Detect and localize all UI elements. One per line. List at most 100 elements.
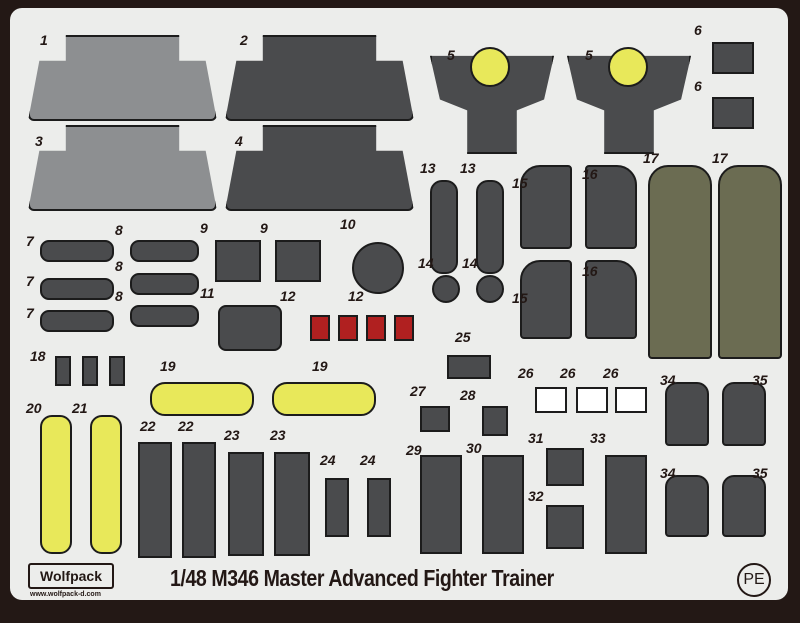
part-number-label: 11 [200, 285, 215, 301]
part-number-label: 35 [752, 372, 768, 388]
vent-10 [352, 242, 404, 294]
part-number-label: 4 [235, 133, 243, 149]
strap-13a [430, 180, 458, 274]
part-35a [722, 382, 766, 446]
part-27 [420, 406, 450, 432]
console-30 [482, 455, 524, 554]
frame-22b [182, 442, 216, 558]
part-number-label: 18 [30, 348, 46, 364]
console-33 [605, 455, 647, 554]
light-strip-8 [130, 240, 199, 262]
yellow-circle [470, 47, 510, 87]
part-number-label: 8 [115, 222, 123, 238]
harness-15a [520, 165, 572, 249]
part-18 [82, 356, 98, 386]
part-number-label: 26 [518, 365, 534, 381]
box-9a [215, 240, 261, 282]
part-number-label: 6 [694, 78, 702, 94]
part-number-label: 23 [270, 427, 286, 443]
frame-24a [325, 478, 349, 537]
part-number-label: 16 [582, 263, 598, 279]
part-number-label: 8 [115, 258, 123, 274]
part-number-label: 20 [26, 400, 42, 416]
harness-16b [585, 260, 637, 339]
part-number-label: 12 [280, 288, 296, 304]
part-number-label: 26 [560, 365, 576, 381]
part-number-label: 34 [660, 372, 676, 388]
part-12 [394, 315, 414, 341]
pe-badge: PE [737, 563, 771, 597]
buckle-14b [476, 275, 504, 303]
part-31 [546, 448, 584, 486]
part-number-label: 5 [447, 47, 455, 63]
part-number-label: 15 [512, 175, 528, 191]
part-number-label: 35 [752, 465, 768, 481]
wolfpack-logo: Wolfpack [28, 563, 114, 589]
part-number-label: 29 [406, 442, 422, 458]
part-number-label: 23 [224, 427, 240, 443]
part-number-label: 17 [712, 150, 728, 166]
part-28 [482, 406, 508, 436]
part-number-label: 24 [360, 452, 376, 468]
frame-23a [228, 452, 264, 556]
part-number-label: 7 [26, 273, 34, 289]
light-strip-8 [130, 273, 199, 295]
display-6a [712, 42, 754, 74]
grille-11 [218, 305, 282, 351]
part-number-label: 32 [528, 488, 544, 504]
light-strip-7 [40, 310, 114, 332]
part-12 [310, 315, 330, 341]
part-26 [615, 387, 647, 413]
harness-15b [520, 260, 572, 339]
frame-22a [138, 442, 172, 558]
harness-16a [585, 165, 637, 249]
part-number-label: 1 [40, 32, 48, 48]
frame-23b [274, 452, 310, 556]
part-number-label: 7 [26, 305, 34, 321]
ring-19b [272, 382, 376, 416]
part-number-label: 17 [643, 150, 659, 166]
part-number-label: 3 [35, 133, 43, 149]
part-number-label: 16 [582, 166, 598, 182]
panel-21 [90, 415, 122, 554]
part-number-label: 26 [603, 365, 619, 381]
part-18 [109, 356, 125, 386]
part-number-label: 13 [460, 160, 476, 176]
part-number-label: 9 [200, 220, 208, 236]
part-number-label: 14 [462, 255, 478, 271]
strap-13b [476, 180, 504, 274]
part-34b [665, 475, 709, 537]
yellow-circle [608, 47, 648, 87]
part-number-label: 24 [320, 452, 336, 468]
part-number-label: 30 [466, 440, 482, 456]
website-url: www.wolfpack-d.com [30, 591, 101, 598]
part-number-label: 19 [312, 358, 328, 374]
part-number-label: 25 [455, 329, 471, 345]
part-number-label: 28 [460, 387, 476, 403]
light-strip-8 [130, 305, 199, 327]
part-number-label: 31 [528, 430, 544, 446]
part-number-label: 12 [348, 288, 364, 304]
part-25 [447, 355, 491, 379]
part-32 [546, 505, 584, 549]
part-number-label: 5 [585, 47, 593, 63]
part-35b [722, 475, 766, 537]
harness-17b [718, 165, 782, 359]
part-number-label: 22 [140, 418, 156, 434]
part-number-label: 27 [410, 383, 426, 399]
part-26 [535, 387, 567, 413]
part-18 [55, 356, 71, 386]
part-number-label: 6 [694, 22, 702, 38]
display-6b [712, 97, 754, 129]
part-26 [576, 387, 608, 413]
part-number-label: 8 [115, 288, 123, 304]
part-number-label: 34 [660, 465, 676, 481]
part-number-label: 13 [420, 160, 436, 176]
part-number-label: 2 [240, 32, 248, 48]
part-12 [366, 315, 386, 341]
part-number-label: 14 [418, 255, 434, 271]
part-number-label: 33 [590, 430, 606, 446]
part-12 [338, 315, 358, 341]
buckle-14a [432, 275, 460, 303]
part-number-label: 9 [260, 220, 268, 236]
